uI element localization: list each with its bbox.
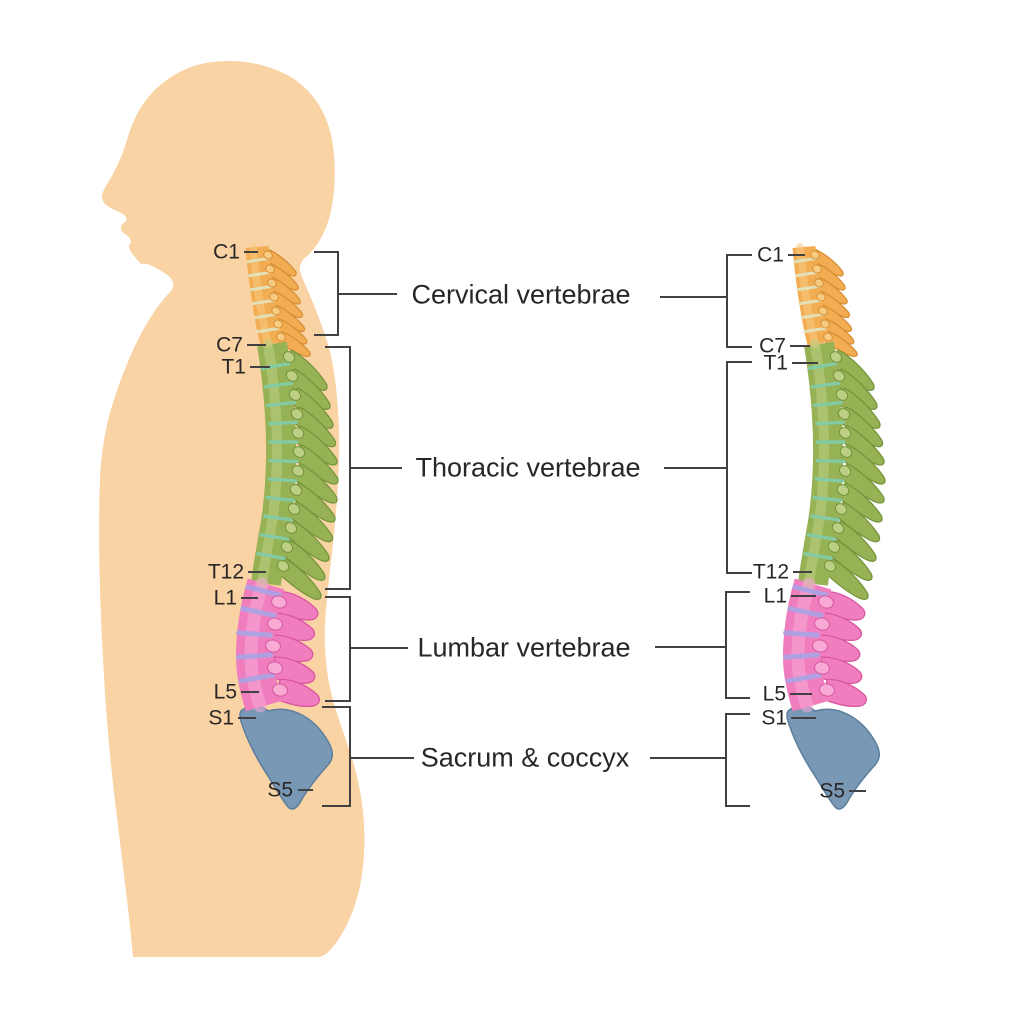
bracket-right-sacrum [725,713,750,807]
bracket-right-lumbar [725,591,750,699]
section-label-lumbar: Lumbar vertebrae [417,632,631,663]
vertebra-label-left-c1: C1 [213,240,240,264]
vertebra-label-left-l5: L5 [213,680,237,704]
vertebra-label-left-t1: T1 [221,355,246,379]
vertebra-label-left-c7: C7 [216,333,243,357]
brackets-right [650,254,752,807]
section-label-thoracic: Thoracic vertebrae [415,452,641,483]
spine-illustration-right [783,243,886,810]
bracket-left-sacrum [322,706,351,807]
section-label-cervical: Cervical vertebrae [411,279,631,310]
vertebra-label-right-c7: C7 [759,334,786,358]
bracket-right-thoracic [726,361,752,574]
vertebra-label-left-s1: S1 [208,706,234,730]
vertebra-label-left-t12: T12 [207,560,244,584]
vertebra-label-right-t12: T12 [752,560,789,584]
leader-dashes [238,251,866,792]
vertebra-label-right-s1: S1 [761,706,787,730]
brackets-left [314,251,414,807]
vertebra-label-left-s5: S5 [267,778,293,802]
vertebra-label-right-l5: L5 [762,682,786,706]
vertebra-label-right-s5: S5 [819,779,845,803]
vertebra-label-right-t1: T1 [763,351,788,375]
bracket-right-cervical [726,254,752,348]
vertebra-label-right-l1: L1 [763,584,787,608]
vertebra-label-right-c1: C1 [757,243,784,267]
spine-illustration-left [236,243,339,810]
section-label-sacrum: Sacrum & coccyx [420,742,630,773]
vertebra-label-left-l1: L1 [213,586,237,610]
